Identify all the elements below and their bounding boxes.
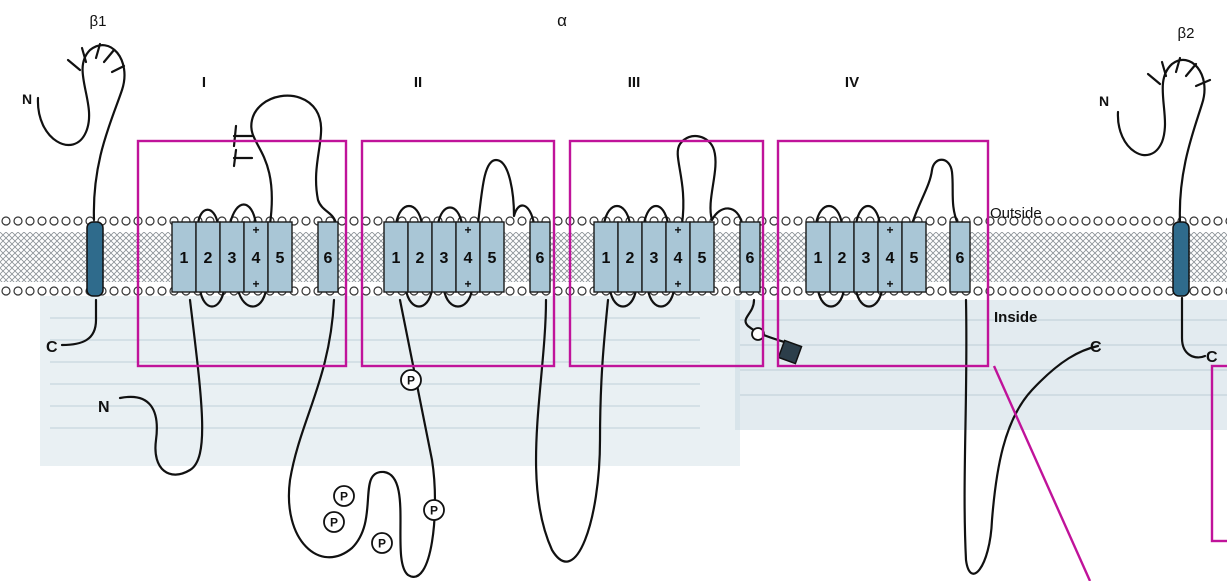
phospho-label: P — [407, 374, 415, 388]
segment-label: 3 — [650, 250, 659, 267]
segment-label: 6 — [536, 250, 545, 267]
charge-marker: + — [252, 223, 259, 237]
beta2-label: β2 — [1178, 25, 1195, 42]
segment-label: 1 — [392, 250, 401, 267]
phospho-label: P — [330, 516, 338, 530]
charge-marker: + — [886, 223, 893, 237]
domain-II-label: II — [414, 74, 422, 91]
charge-marker: + — [464, 277, 471, 291]
segment-label: 4 — [464, 250, 473, 267]
charge-marker: + — [464, 223, 471, 237]
phospho-label: P — [340, 490, 348, 504]
inside-label: Inside — [994, 309, 1037, 326]
segment-label: 6 — [956, 250, 965, 267]
alpha-n-terminus: N — [98, 399, 110, 416]
charge-marker: + — [674, 277, 681, 291]
beta1-label: β1 — [90, 13, 107, 30]
beta1-n-terminus: N — [22, 91, 32, 107]
segment-label: 4 — [674, 250, 683, 267]
segment-label: 1 — [180, 250, 189, 267]
segment-label: 6 — [746, 250, 755, 267]
segment-label: 3 — [862, 250, 871, 267]
segment-label: 5 — [698, 250, 707, 267]
charge-marker: + — [674, 223, 681, 237]
domain-IV-label: IV — [845, 74, 859, 91]
phospho-label: P — [378, 537, 386, 551]
segment-label: 3 — [228, 250, 237, 267]
segment-label: 2 — [204, 250, 213, 267]
segment-label: 5 — [488, 250, 497, 267]
segment-label: 1 — [814, 250, 823, 267]
segment-label: 4 — [886, 250, 895, 267]
segment-label: 6 — [324, 250, 333, 267]
beta2-n-terminus: N — [1099, 93, 1109, 109]
phospho-label: P — [430, 504, 438, 518]
charge-marker: + — [252, 277, 259, 291]
segment-label: 2 — [838, 250, 847, 267]
segment-label: 3 — [440, 250, 449, 267]
segment-label: 5 — [910, 250, 919, 267]
charge-marker: + — [886, 277, 893, 291]
domain-III-label: III — [628, 74, 641, 91]
outside-label: Outside — [990, 205, 1042, 222]
domain-I-label: I — [202, 74, 206, 91]
segment-label: 2 — [416, 250, 425, 267]
alpha-label: α — [557, 11, 567, 30]
alpha-c-terminus: C — [1090, 339, 1102, 356]
beta2-c-terminus: C — [1206, 349, 1218, 366]
beta1-c-terminus: C — [46, 339, 58, 356]
segment-label: 4 — [252, 250, 261, 267]
segment-label: 2 — [626, 250, 635, 267]
cytoplasm-region — [40, 296, 1227, 466]
segment-label: 5 — [276, 250, 285, 267]
segment-label: 1 — [602, 250, 611, 267]
